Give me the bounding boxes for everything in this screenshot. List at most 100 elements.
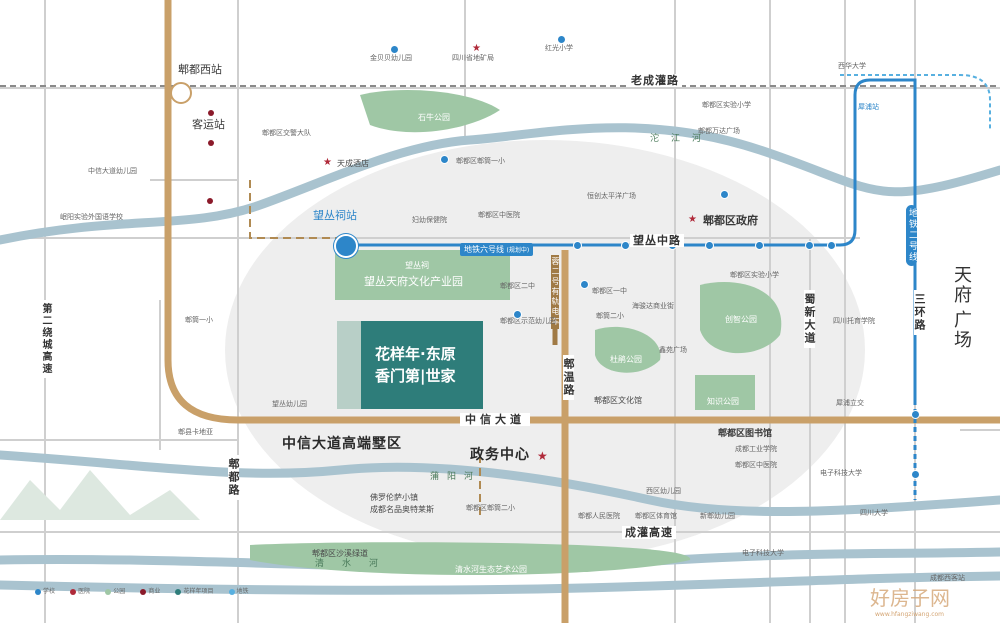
metro-stop[interactable]	[827, 241, 836, 250]
area-zhishi-park: 知识公园	[707, 397, 739, 406]
project-box[interactable]: 花样年·东原 香门第|世家	[337, 321, 483, 409]
gov-star-icon: ★	[537, 449, 548, 463]
rail-station-icon[interactable]	[170, 82, 192, 104]
school-marker	[557, 35, 566, 44]
area-shahe-park: 郫都区沙溪绿道	[312, 549, 368, 558]
river-tuojiang: 沱江河	[650, 134, 714, 144]
poi-dot	[208, 110, 214, 116]
road-pidu-wen: 郫温路	[562, 355, 575, 400]
poi-xiqu-yey: 西区幼儿园	[646, 487, 681, 495]
legend: 学校 医院 公园 商业 花样年项目 地铁	[35, 578, 249, 597]
area-wangcongci: 望丛祠	[405, 261, 429, 270]
poi-dot	[208, 140, 214, 146]
river-qingshui: 清水河	[315, 559, 397, 569]
legend-item-park: 公园	[105, 588, 125, 595]
legend-item-school: 学校	[35, 588, 55, 595]
poi-wanda: 郫都万达广场	[698, 127, 740, 135]
poi-renmin: 郫都人民医院	[578, 512, 620, 520]
metro-planned	[840, 74, 991, 130]
station-keyun: 客运站	[192, 118, 225, 131]
poi-haijun: 海骏达商业街	[632, 302, 674, 310]
poi-jiaojing: 郫都区交警大队	[262, 129, 311, 137]
poi-zhongyiyuan2: 郫都区中医院	[735, 461, 777, 469]
area-chuangzhi-park: 创智公园	[725, 315, 757, 324]
poi-jinbei: 金贝贝幼儿园	[370, 54, 412, 62]
school-marker	[580, 280, 589, 289]
road-laochengguan: 老成灌路	[628, 74, 682, 87]
metro-stop[interactable]	[573, 241, 582, 250]
area-shiniu-park: 石牛公园	[418, 113, 450, 122]
poi-fuyou: 妇幼保健院	[412, 216, 447, 224]
metro-stop[interactable]	[911, 410, 920, 419]
project-name-line2: 香门第|世家	[375, 367, 456, 385]
metro-station-icon[interactable]	[334, 234, 358, 258]
poi-aolaisi: 成都名品奥特莱斯	[370, 505, 434, 514]
road-shuxin: 蜀新大道	[803, 290, 816, 348]
metro-stop[interactable]	[755, 241, 764, 250]
poi-dianzi: 电子科技大学	[820, 469, 862, 477]
poi-zhongyiyuan: 郫都区中医院	[478, 211, 520, 219]
area-zhengwu: 政务中心	[470, 447, 530, 463]
metro-line6-label: 地铁六号线 (规划中)	[460, 243, 534, 256]
poi-chengdu-xi: 成都西客站	[930, 574, 965, 582]
poi-ertong: 郫都区示范幼儿园	[500, 317, 556, 325]
poi-xinyuan: 鑫苑广场	[659, 346, 687, 354]
poi-erzhong: 郫都区二中	[500, 282, 535, 290]
poi-yizhong: 郫都区一中	[592, 287, 627, 295]
poi-gongye: 成都工业学院	[735, 445, 777, 453]
school-marker	[720, 190, 729, 199]
label-guangchang: 广场	[951, 310, 972, 350]
poi-xinjie: 新郫幼儿园	[700, 512, 735, 520]
tram-line-label: 蓉二号有轨电车	[551, 255, 560, 329]
poi-shiyan: 郫都区实验小学	[702, 101, 751, 109]
poi-tiyuguan: 郫都区体育馆	[635, 512, 677, 520]
metro-stop[interactable]	[621, 241, 630, 250]
poi-dizhiju: 四川省地矿局	[452, 54, 494, 62]
metro-stop[interactable]	[911, 470, 920, 479]
metro-stop[interactable]	[705, 241, 714, 250]
area-gaoduan: 中信大道高端墅区	[282, 436, 402, 452]
road-pidu-lu: 郫都路	[227, 455, 240, 500]
poi-pitong-yi: 郫筒一小	[185, 316, 213, 324]
metro-stop[interactable]	[805, 241, 814, 250]
parks	[250, 90, 782, 575]
poi-xihua: 西华大学	[838, 62, 866, 70]
poi-zhongxin-yey: 中信大道幼儿园	[88, 167, 137, 175]
poi-foluo: 佛罗伦萨小镇	[370, 493, 418, 502]
road-wangcongzhong: 望丛中路	[630, 234, 684, 247]
station-wangcongci: 望丛祠站	[313, 209, 357, 222]
poi-sichuan: 四川大学	[860, 509, 888, 517]
main-roads	[164, 0, 1000, 623]
area-wenhua-park: 望丛天府文化产业园	[364, 275, 463, 288]
poi-zhengfu: 郫都区政府	[703, 214, 758, 227]
poi-pitong-er2: 郫都区郫筒二小	[466, 504, 515, 512]
metro-lines	[345, 78, 917, 500]
legend-item-hospital: 医院	[70, 588, 90, 595]
area-duzhuan-park: 杜鹃公园	[610, 355, 642, 364]
poi-tushuguan: 郫都区图书馆	[718, 429, 773, 439]
project-name-line1: 花样年·东原	[375, 345, 456, 363]
area-qingshui-park: 清水河生态艺术公园	[455, 565, 527, 574]
station-west-rail: 郫都西站	[178, 63, 222, 76]
hotel-star-icon: ★	[323, 157, 332, 168]
road-zhongxin: 中信大道	[460, 413, 530, 426]
school-marker	[513, 310, 522, 319]
station-xipu: 犀浦站	[858, 103, 879, 111]
road-ring3: 三环路	[913, 290, 926, 335]
legend-item-project: 花样年项目	[175, 588, 213, 595]
bureau-star-icon: ★	[472, 43, 481, 54]
zhengfu-star-icon: ★	[688, 214, 697, 225]
label-tianfu: 天府	[951, 265, 972, 305]
poi-sanjie: 犀浦立交	[836, 399, 864, 407]
poi-pixian-school: 岷阳实验外国语学校	[60, 213, 123, 221]
poi-xiqu-shiyan: 郫都区实验小学	[730, 271, 779, 279]
school-marker	[440, 155, 449, 164]
poi-hongguang: 红光小学	[545, 44, 573, 52]
poi-tiancheng: 天成酒店	[337, 159, 369, 168]
watermark-url: www.hfangziwang.com	[875, 611, 945, 618]
mountains	[0, 470, 200, 520]
road-chengguan-exp: 成灌高速	[622, 526, 676, 539]
poi-taipingyang: 恒创太平洋广场	[587, 192, 636, 200]
